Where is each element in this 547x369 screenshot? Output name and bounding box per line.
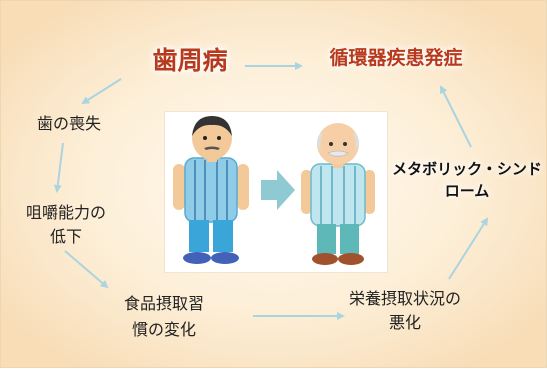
node-nutrition-worsening-line-2: 悪化 xyxy=(388,313,421,332)
arrow-chewing-to-habits xyxy=(64,250,109,289)
older-man-figure xyxy=(301,123,375,265)
node-cardiovascular-disease-label: 循環器疾患発症 xyxy=(329,47,463,69)
arrow-toothloss-to-chewing xyxy=(53,142,64,193)
transition-arrow-icon xyxy=(261,170,295,210)
node-tooth-loss-label: 歯の喪失 xyxy=(36,114,101,133)
node-periodontal-disease: 歯周病 xyxy=(129,45,251,76)
aging-illustration xyxy=(164,111,388,273)
node-nutrition-worsening-line-1: 栄養摂取状況の xyxy=(348,289,461,308)
node-chewing-decline-line-1: 咀嚼能力の xyxy=(25,203,106,222)
node-metabolic-syndrome: メタボリック・シンド ローム xyxy=(389,158,545,202)
node-eating-habits-change-line-2: 慣の変化 xyxy=(131,320,196,339)
node-periodontal-disease-label: 歯周病 xyxy=(152,46,228,75)
node-metabolic-syndrome-line-2: ローム xyxy=(444,182,490,200)
arrow-periodontal-to-toothloss xyxy=(81,78,122,105)
node-tooth-loss: 歯の喪失 xyxy=(15,114,123,134)
node-chewing-decline-line-2: 低下 xyxy=(49,227,82,246)
node-eating-habits-change: 食品摂取習 慣の変化 xyxy=(97,291,231,343)
arrow-metabolic-to-cardio xyxy=(440,85,472,148)
arrow-nutrition-to-metabolic xyxy=(448,217,489,280)
node-metabolic-syndrome-line-1: メタボリック・シンド xyxy=(392,160,542,178)
middle-aged-man-figure xyxy=(173,116,249,264)
node-eating-habits-change-line-1: 食品摂取習 xyxy=(123,294,204,313)
node-cardiovascular-disease: 循環器疾患発症 xyxy=(301,47,491,71)
node-nutrition-worsening: 栄養摂取状況の 悪化 xyxy=(321,287,489,335)
node-chewing-decline: 咀嚼能力の 低下 xyxy=(9,201,123,249)
